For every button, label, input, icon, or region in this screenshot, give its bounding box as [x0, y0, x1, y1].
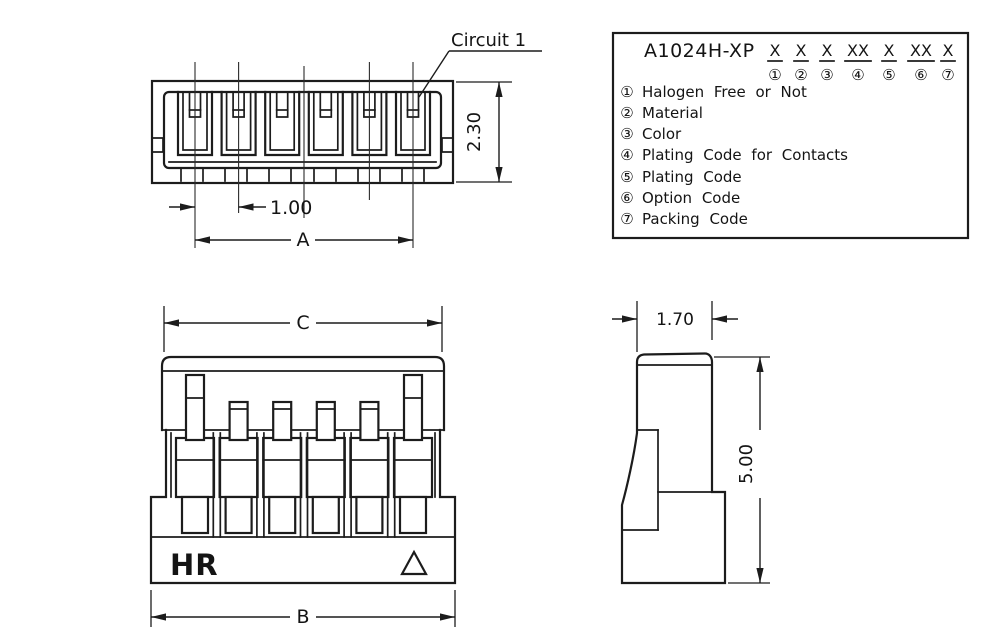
legend-num-7: ⑦ — [620, 210, 633, 228]
legend-num-4: ④ — [620, 146, 633, 164]
code-x-2: X — [796, 41, 807, 60]
wafer-ticks — [180, 168, 425, 182]
legend-label-6: Option Code — [642, 189, 740, 207]
code-num-4: ④ — [851, 66, 864, 84]
dim-row-span: A — [195, 229, 413, 251]
legend-label-7: Packing Code — [642, 210, 748, 228]
dim-bottom-width: B — [150, 590, 456, 628]
pitch-dimension: 1.00 — [270, 197, 312, 219]
bottom-width-dimension: B — [296, 606, 309, 628]
code-num-7: ⑦ — [941, 66, 954, 84]
legend-num-5: ⑤ — [620, 168, 633, 186]
code-x-5: X — [884, 41, 895, 60]
circuit-1-label: Circuit 1 — [451, 30, 526, 51]
dim-top-width: C — [163, 306, 443, 352]
legend-label-5: Plating Code — [642, 168, 742, 186]
code-x-1: X — [770, 41, 781, 60]
code-num-3: ③ — [820, 66, 833, 84]
top-view: Circuit 1 1.00 A 2.30 — [150, 30, 542, 251]
side-view: 1.70 5.00 — [612, 301, 770, 585]
dim-side-width: 1.70 — [612, 301, 738, 352]
centerlines — [194, 62, 414, 248]
side-width-dimension: 1.70 — [656, 310, 694, 330]
legend-label-3: Color — [642, 125, 682, 143]
code-x-7: X — [943, 41, 954, 60]
housing-height-dimension: 2.30 — [464, 112, 485, 152]
legend-label-2: Material — [642, 104, 703, 122]
code-num-2: ② — [794, 66, 807, 84]
code-x-4: XX — [847, 41, 869, 60]
manufacturer-logo: HR — [170, 548, 219, 582]
top-view-housing — [150, 79, 455, 185]
circuit-callout: Circuit 1 — [418, 30, 542, 98]
dim-housing-height: 2.30 — [456, 81, 512, 183]
legend-label-1: Halogen Free or Not — [642, 83, 807, 101]
legend-num-6: ⑥ — [620, 189, 633, 207]
legend-label-4: Plating Code for Contacts — [642, 146, 848, 164]
legend-num-3: ③ — [620, 125, 633, 143]
side-profile — [620, 352, 727, 585]
code-x-3: X — [822, 41, 833, 60]
legend-list: ① Halogen Free or Not ② Material ③ Color… — [620, 83, 848, 228]
side-height-dimension: 5.00 — [736, 444, 757, 484]
code-num-1: ① — [768, 66, 781, 84]
code-x-6: XX — [910, 41, 932, 60]
legend-num-2: ② — [620, 104, 633, 122]
code-num-6: ⑥ — [914, 66, 927, 84]
front-view: C HR — [149, 306, 457, 628]
dim-pitch: 1.00 — [169, 197, 312, 219]
legend-num-1: ① — [620, 83, 633, 101]
part-number-legend: A1024H-XP X ① X ② X ③ XX ④ X ⑤ XX ⑥ X ⑦ — [611, 31, 970, 240]
pin1-triangle-mark — [400, 549, 428, 576]
code-num-5: ⑤ — [882, 66, 895, 84]
part-number: A1024H-XP — [644, 40, 755, 62]
top-width-dimension: C — [296, 312, 309, 334]
code-fields: X ① X ② X ③ XX ④ X ⑤ XX ⑥ X ⑦ — [767, 41, 956, 84]
dim-side-height: 5.00 — [714, 356, 770, 584]
row-span-dimension: A — [297, 229, 310, 251]
legend-box — [611, 31, 970, 240]
